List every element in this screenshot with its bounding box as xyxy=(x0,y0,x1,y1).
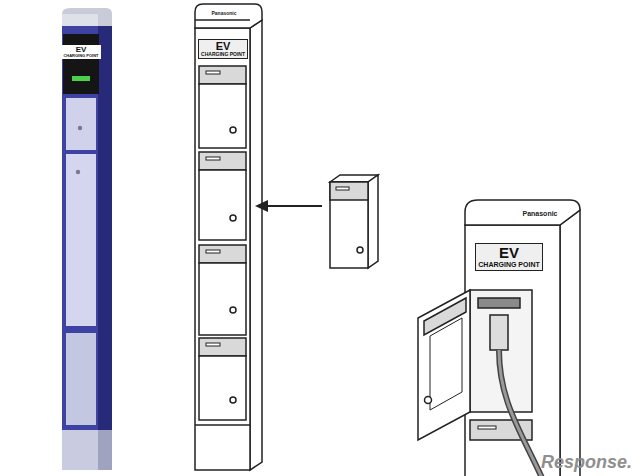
colour-column xyxy=(62,8,112,470)
plate-heading: EV xyxy=(63,46,98,54)
brand-logo: Panasonic xyxy=(211,11,236,16)
insert-arrow xyxy=(255,200,322,212)
plate-subtext: CHARGING POINT xyxy=(63,54,98,58)
plate-subtext: CHARGING POINT xyxy=(201,52,245,57)
brand-logo: Panasonic xyxy=(522,210,557,217)
nameplate: EVCHARGING POINT xyxy=(475,243,542,270)
closeup-column xyxy=(418,200,580,476)
nameplate: EVCHARGING POINT xyxy=(198,39,248,60)
plate-subtext: CHARGING POINT xyxy=(478,261,539,268)
watermark: Response. xyxy=(541,453,632,471)
plate-heading: EV xyxy=(201,41,245,53)
plate-heading: EV xyxy=(478,245,539,261)
charging-cable xyxy=(499,350,542,476)
module-insert xyxy=(330,175,378,268)
line-column xyxy=(195,4,262,470)
nameplate: EVCHARGING POINT xyxy=(61,45,100,60)
